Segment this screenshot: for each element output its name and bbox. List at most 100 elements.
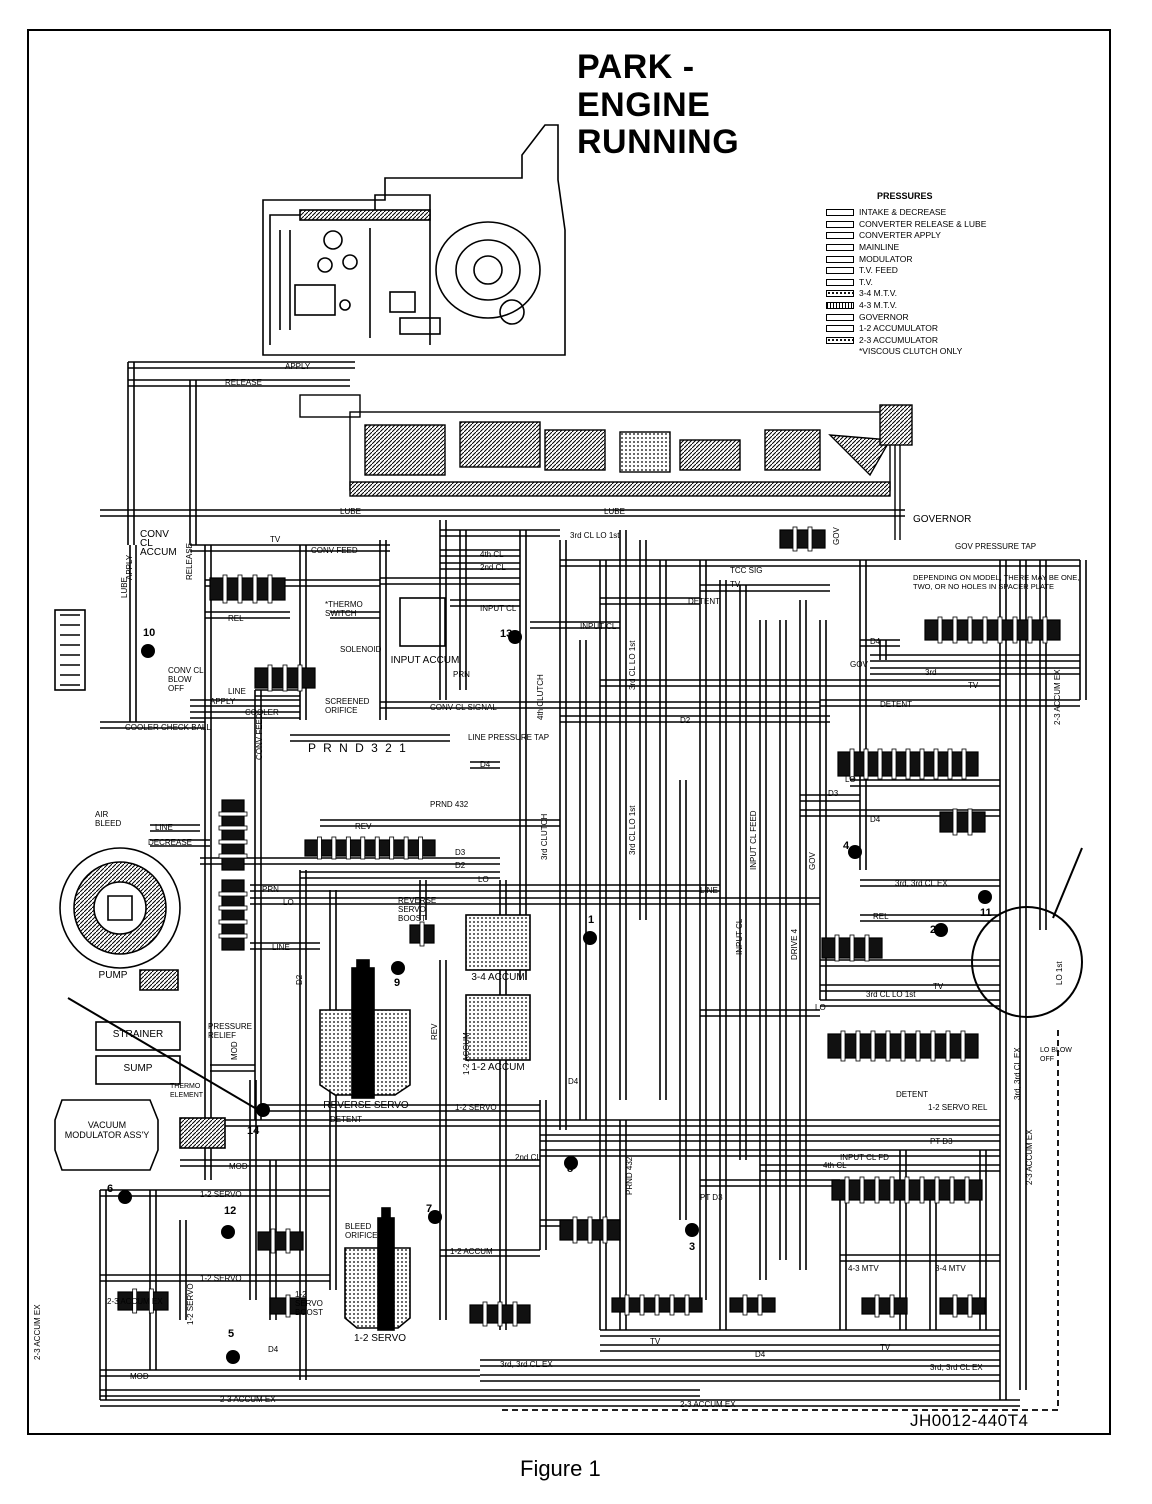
passage-detent-2: DETENT: [330, 1115, 362, 1124]
check-ball-number-5: 5: [228, 1328, 235, 1340]
valve-land: [949, 1176, 955, 1204]
passage-4-3-mtv: 4-3 MTV: [848, 1264, 879, 1273]
valve-land: [864, 934, 870, 962]
passage-1-2-servo-2: 1-2 SERVO: [200, 1190, 242, 1199]
valve-land: [982, 616, 988, 644]
legend-swatch: [826, 313, 854, 321]
air-bleed-label: AIR BLEED: [95, 810, 122, 828]
screened-orifice-label: SCREENED ORIFICE: [325, 697, 370, 715]
check-ball-number-13: 13: [500, 628, 513, 640]
passage-gov-vertical: GOV: [832, 527, 841, 545]
cooler-coil: [54, 609, 86, 691]
legend-swatch: [826, 278, 854, 286]
accum-3-4-label: 3-4 ACCUM: [471, 972, 525, 983]
valve-land: [237, 574, 243, 604]
sump-label: SUMP: [123, 1063, 153, 1074]
valve-land: [792, 526, 798, 552]
check-ball-number-2: 2: [930, 924, 937, 936]
legend-label: 4-3 M.T.V.: [859, 300, 897, 311]
valve-land: [937, 616, 943, 644]
legend-row: MAINLINE: [826, 242, 986, 254]
passage-d4-6: D4: [268, 1345, 279, 1354]
valve-land: [482, 1301, 488, 1327]
valve-land: [419, 921, 425, 947]
valve-land: [849, 748, 855, 780]
spacer-note: DEPENDING ON MODEL, THERE MAY BE ONE, TW…: [913, 573, 1080, 591]
passage-drive-4-vertical: DRIVE 4: [790, 928, 799, 960]
prnd-selector-label: P R N D 3 2 1: [308, 741, 408, 755]
passage-3rd-clutch-vertical: 3rd CLUTCH: [540, 813, 549, 860]
check-ball: [391, 961, 405, 975]
legend-row: 3-4 M.T.V.: [826, 288, 986, 300]
passage-rel: REL: [228, 614, 244, 623]
passage-line-3: LINE: [272, 943, 290, 952]
legend-label: MAINLINE: [859, 242, 900, 253]
thermo-switch-label: *THERMO SWITCH: [325, 600, 363, 618]
passage-conv-feed: CONV FEED: [311, 546, 358, 555]
legend-swatch: [826, 232, 854, 240]
conv-cl-blow-off-label: CONV CL BLOW OFF: [168, 666, 204, 693]
passage-lo-4: LO: [815, 1003, 826, 1012]
passage-conv-cl-signal: CONV CL SIGNAL: [430, 703, 497, 712]
legend-row: 1-2 ACCUMULATOR: [826, 323, 986, 335]
servo-1-2: [344, 1207, 411, 1331]
check-ball: [508, 630, 522, 644]
diagram-title-line-2: ENGINE: [577, 86, 711, 124]
passage-2-3-accum-ex-vertical: 2-3 ACCUM EX: [1025, 1129, 1034, 1185]
passage-d2: D2: [680, 716, 691, 725]
valve-land: [919, 748, 925, 780]
legend-swatch: [826, 255, 854, 263]
valve-land: [345, 836, 351, 860]
passage-tv-5: TV: [880, 1343, 891, 1352]
valve-land: [285, 1294, 291, 1318]
passage-3-4-mtv: 3-4 MTV: [935, 1264, 966, 1273]
valve-land: [218, 919, 248, 925]
pump-label: PUMP: [98, 970, 128, 981]
legend-row: 2-3 ACCUMULATOR: [826, 335, 986, 347]
valve-land: [317, 836, 322, 860]
passage-2-3-accum-ex-2: 2-3 ACCUM EX: [680, 1400, 736, 1409]
passage-apply-vertical: APPLY: [125, 554, 134, 580]
legend-row: 4-3 M.T.V.: [826, 300, 986, 312]
passage-detent: DETENT: [880, 700, 912, 709]
valve-land: [587, 1216, 593, 1244]
valve-land: [961, 748, 967, 780]
valve-land: [933, 748, 939, 780]
passage-1-2-servo: 1-2 SERVO: [455, 1103, 497, 1112]
strainer-label: STRAINER: [112, 1029, 164, 1040]
legend-label: 1-2 ACCUMULATOR: [859, 323, 939, 334]
accumulators: [399, 597, 531, 1061]
valve-land: [844, 1176, 850, 1204]
check-ball-number-9: 9: [394, 977, 401, 989]
check-ball: [848, 845, 862, 859]
passage-pt-d3: PT D3: [930, 1137, 953, 1146]
passage-3rd-cl-lo-1st-vertical: 3rd CL LO 1st: [628, 640, 637, 690]
valve-land: [945, 1030, 951, 1062]
valve-land: [602, 1216, 608, 1244]
passage-det-2: DETENT: [896, 1090, 928, 1099]
passage-3rd-cl-ex-3: 3rd, 3rd CL EX: [930, 1363, 983, 1372]
valve-land: [654, 1294, 660, 1316]
gov-pressure-tap-label: GOV PRESSURE TAP: [955, 542, 1037, 551]
sheet-border: [27, 29, 1111, 1435]
valve-land: [132, 1288, 138, 1314]
legend-row: CONVERTER APPLY: [826, 230, 986, 242]
valve-land: [360, 836, 366, 860]
valve-land: [960, 1030, 966, 1062]
valve-land: [285, 1228, 291, 1254]
valve-land: [331, 836, 337, 860]
passage-3rd-cl-lo-1st-vertical-2: 3rd CL LO 1st: [628, 805, 637, 855]
legend-swatch: [826, 290, 854, 298]
valve-land: [967, 616, 973, 644]
passage-d4-3: D4: [870, 815, 881, 824]
passage-det: DETENT: [688, 597, 720, 606]
valve-land: [252, 574, 258, 604]
passage-input-cl-vertical: INPUT CL: [735, 918, 744, 955]
valve-spool: [939, 811, 986, 833]
legend-row: CONVERTER RELEASE & LUBE: [826, 219, 986, 231]
check-ball-number-6: 6: [107, 1183, 114, 1195]
passage-lube: LUBE: [340, 507, 361, 516]
check-ball: [221, 1225, 235, 1239]
